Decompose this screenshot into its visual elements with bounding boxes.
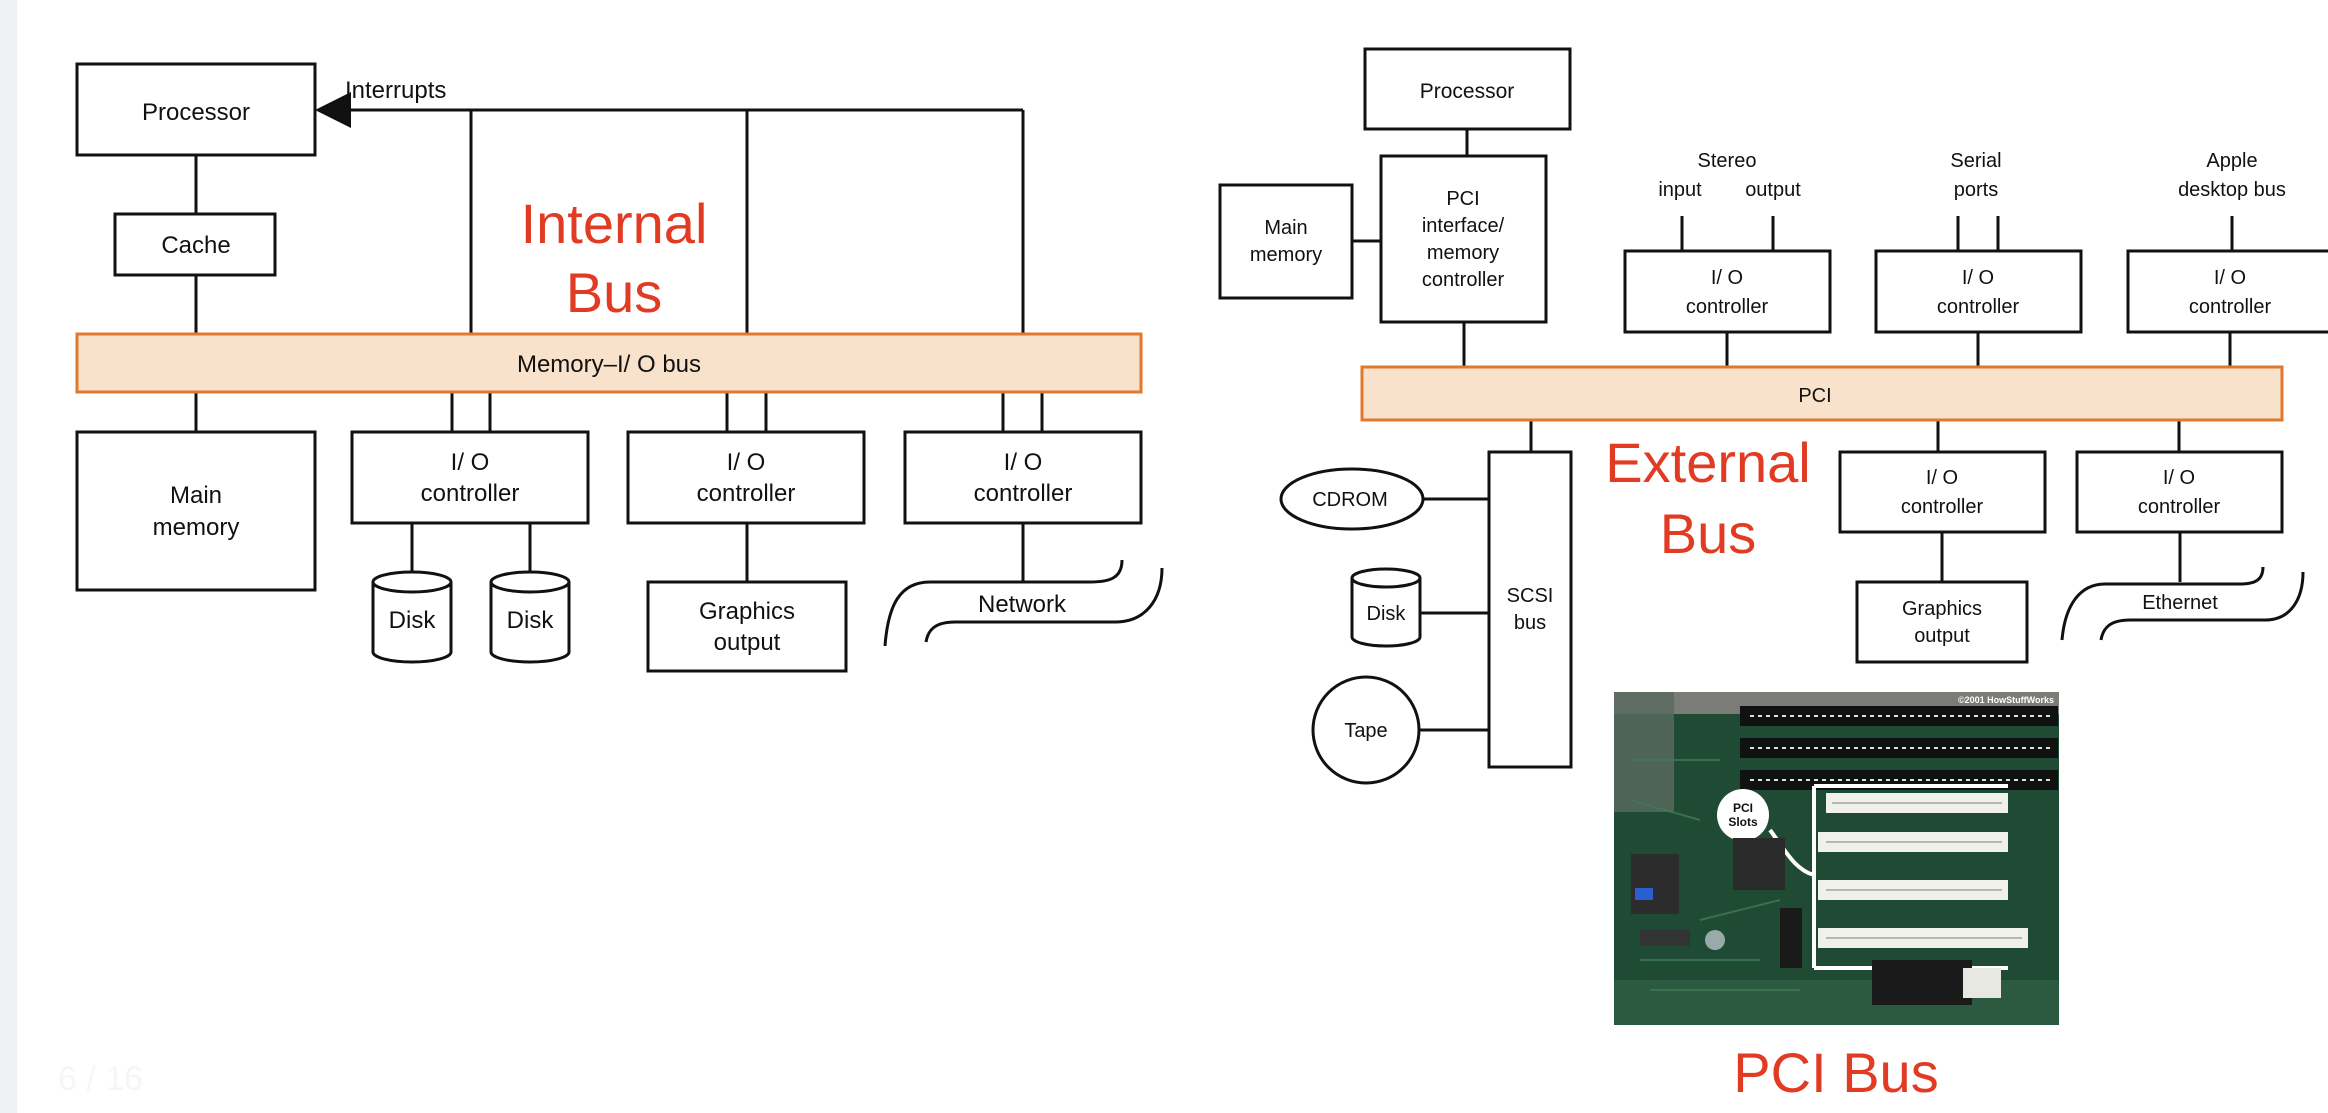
scsi-bus-label: bus — [1514, 612, 1546, 634]
internal-bus-annotation: Bus — [566, 261, 663, 324]
disk-icon — [1350, 578, 1422, 648]
pci-interface-label: memory — [1427, 242, 1499, 264]
io-controller-label: I/ O — [1004, 449, 1043, 476]
io-controller-label: controller — [1901, 496, 1984, 518]
graphics-output-label: output — [714, 629, 781, 656]
pci-interface-box — [1379, 154, 1548, 324]
memory-io-bus-bar — [75, 332, 1143, 394]
io-controller-label: I/ O — [727, 449, 766, 476]
disk-icon — [371, 582, 453, 664]
io-controller-label: I/ O — [1711, 267, 1743, 289]
io-controller-box — [903, 430, 1143, 525]
io-controller-label: I/ O — [2163, 467, 2195, 489]
main-memory-label: memory — [153, 514, 240, 541]
graphics-output-box — [1855, 580, 2029, 664]
scsi-bus-box — [1487, 450, 1573, 769]
internal-bus-diagram — [75, 62, 1164, 673]
io-controller-label: controller — [1937, 296, 2020, 318]
cache-label: Cache — [161, 232, 230, 259]
io-controller-box — [350, 430, 590, 525]
graphics-output-label: Graphics — [1902, 598, 1982, 620]
pci-bus-label: PCI — [1798, 385, 1831, 407]
interrupts-label: Interrupts — [345, 77, 446, 104]
io-controller-label: I/ O — [451, 449, 490, 476]
external-bus-diagram — [1218, 47, 2328, 785]
ethernet-label: Ethernet — [2142, 592, 2218, 614]
scsi-bus-label: SCSI — [1507, 585, 1554, 607]
stereo-label: Stereo — [1698, 150, 1757, 172]
pci-slots-callout: Slots — [1728, 815, 1758, 829]
io-controller-box — [1874, 249, 2083, 334]
main-memory-label: Main — [170, 482, 222, 509]
network-cable-icon — [883, 559, 1124, 647]
cdrom-label: CDROM — [1312, 489, 1388, 511]
disk-icon-top — [489, 570, 571, 594]
main-memory-label: Main — [1264, 217, 1307, 239]
main-memory-box — [1218, 183, 1354, 300]
pci-interface-label: controller — [1422, 269, 1505, 291]
io-controller-label: controller — [697, 480, 796, 507]
stereo-input-label: input — [1658, 179, 1702, 201]
external-bus-annotation: Bus — [1660, 502, 1757, 565]
serial-ports-label: Serial — [1950, 150, 2001, 172]
photo-copyright-label: ©2001 HowStuffWorks — [1958, 695, 2054, 705]
bus-label: Memory–I/ O bus — [517, 351, 701, 378]
pci-interface-label: PCI — [1446, 188, 1479, 210]
disk-icon-top — [371, 570, 453, 594]
io-controller-label: controller — [2189, 296, 2272, 318]
io-controller-box — [626, 430, 866, 525]
disk-label: Disk — [1367, 603, 1407, 625]
io-controller-label: controller — [1686, 296, 1769, 318]
serial-ports-label: ports — [1954, 179, 1998, 201]
pci-bus-bar — [1360, 365, 2284, 422]
left-sidebar-edge — [0, 0, 17, 1113]
processor-label: Processor — [1420, 80, 1515, 103]
io-controller-label: I/ O — [1962, 267, 1994, 289]
io-controller-box — [1623, 249, 1832, 334]
network-cable-icon — [924, 567, 1164, 643]
apple-desktop-bus-label: Apple — [2206, 150, 2257, 172]
network-label: Network — [978, 591, 1067, 618]
io-controller-label: I/ O — [2214, 267, 2246, 289]
disk-label: Disk — [389, 607, 437, 634]
io-controller-label: controller — [974, 480, 1073, 507]
main-memory-box — [75, 430, 317, 592]
internal-bus-annotation: Internal — [521, 192, 708, 255]
graphics-output-box — [646, 580, 848, 673]
disk-icon — [489, 582, 571, 664]
ethernet-cable-icon — [2060, 566, 2265, 641]
main-memory-label: memory — [1250, 244, 1322, 266]
ethernet-cable-icon — [2099, 571, 2305, 641]
motherboard-photo — [1614, 692, 2059, 1025]
disk-icon-top — [1350, 567, 1422, 589]
io-controller-box — [1838, 450, 2047, 534]
io-controller-label: controller — [2138, 496, 2221, 518]
io-controller-box — [2126, 249, 2328, 334]
processor-label: Processor — [142, 99, 250, 126]
graphics-output-label: Graphics — [699, 598, 795, 625]
io-controller-box — [2075, 450, 2284, 534]
pci-interface-label: interface/ — [1422, 215, 1505, 237]
stereo-output-label: output — [1745, 179, 1801, 201]
tape-label: Tape — [1344, 720, 1387, 742]
io-controller-label: controller — [421, 480, 520, 507]
external-bus-annotation: External — [1605, 431, 1810, 494]
pci-slots-callout: PCI — [1733, 801, 1753, 815]
pci-bus-caption: PCI Bus — [1733, 1041, 1938, 1104]
graphics-output-label: output — [1914, 625, 1970, 647]
io-controller-label: I/ O — [1926, 467, 1958, 489]
disk-label: Disk — [507, 607, 555, 634]
page-number: 6 / 16 — [58, 1060, 144, 1098]
apple-desktop-bus-label: desktop bus — [2178, 179, 2286, 201]
processor-box — [1363, 47, 1572, 131]
